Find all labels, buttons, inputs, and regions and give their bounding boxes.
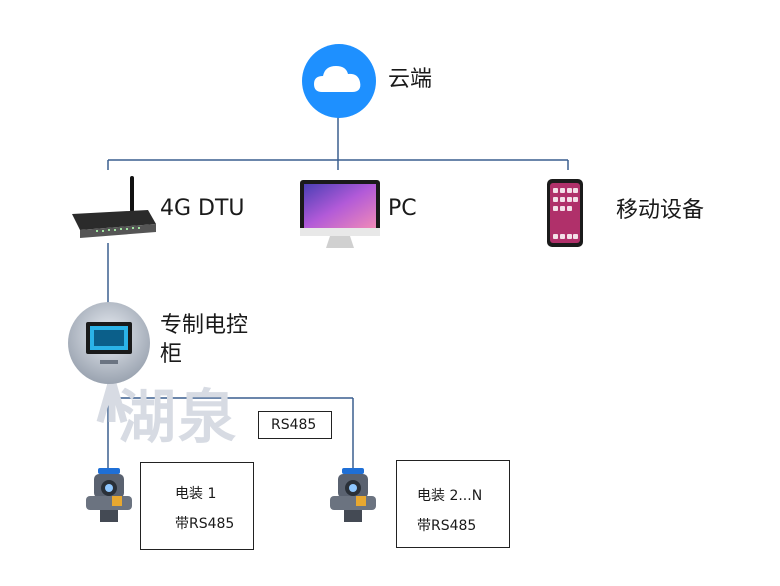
cloud-icon xyxy=(302,44,376,118)
rs485-box: RS485 xyxy=(258,411,332,439)
cabinet-label-1: 专制电控 xyxy=(160,313,249,338)
device-box-1: 电装 1 带RS485 xyxy=(140,462,254,550)
rs485-label: RS485 xyxy=(271,417,317,433)
dtu-label: 4G DTU xyxy=(160,196,245,221)
mobile-label: 移动设备 xyxy=(616,198,705,223)
monitor-icon xyxy=(300,180,380,248)
device-2-name: 电装 2...N xyxy=(417,488,483,504)
cabinet-label-2: 柜 xyxy=(160,342,183,367)
smartphone-icon xyxy=(547,179,583,247)
device-1-name: 电装 1 xyxy=(175,486,217,502)
actuator-icon-2 xyxy=(330,468,376,522)
device-1-bus: 带RS485 xyxy=(175,516,235,532)
watermark: 湖泉 xyxy=(118,383,239,451)
control-panel-icon xyxy=(68,302,150,384)
device-box-2: 电装 2...N 带RS485 xyxy=(396,460,510,548)
pc-label: PC xyxy=(388,196,417,221)
router-icon xyxy=(72,176,156,238)
cloud-label: 云端 xyxy=(388,67,433,92)
actuator-icon-1 xyxy=(86,468,132,522)
device-2-bus: 带RS485 xyxy=(417,518,477,534)
